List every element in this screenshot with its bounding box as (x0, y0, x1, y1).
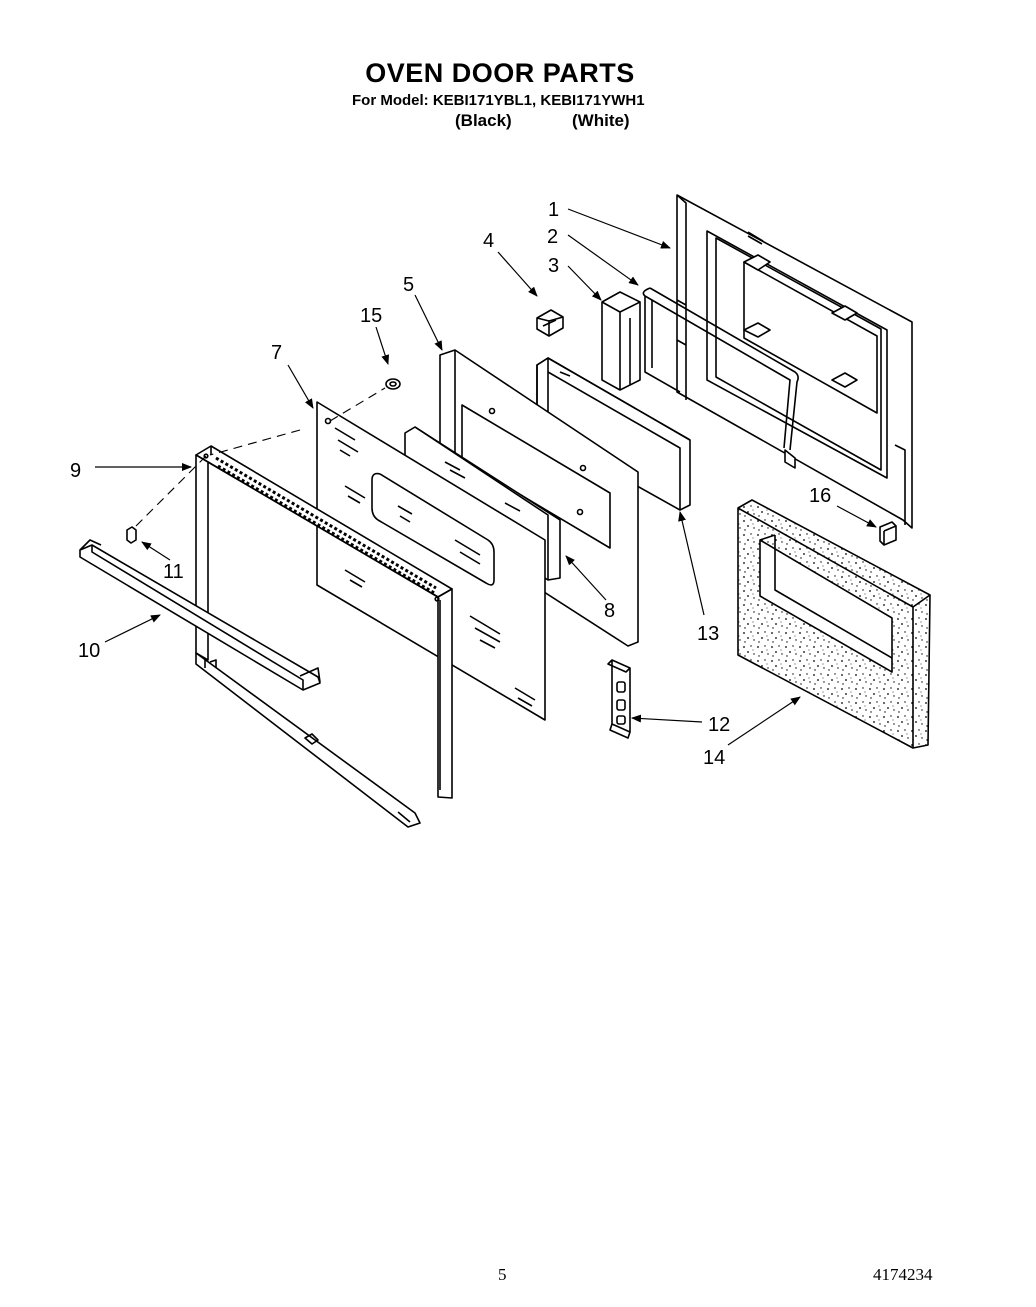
leader-arrows (95, 208, 877, 746)
callout-5: 5 (403, 274, 414, 296)
part-15-grommet (385, 378, 401, 390)
callout-3: 3 (548, 255, 559, 277)
part-3-insulation-block (601, 291, 641, 391)
callout-15: 15 (360, 305, 382, 327)
part-2-wire-frame (642, 287, 799, 451)
callout-2: 2 (547, 226, 558, 248)
callout-12: 12 (708, 714, 730, 736)
callout-11: 11 (163, 561, 184, 583)
callout-8: 8 (604, 600, 615, 622)
part-16-latch (879, 521, 897, 546)
callout-14: 14 (703, 747, 725, 769)
callout-9: 9 (70, 460, 81, 482)
color-label-white: (White) (572, 111, 630, 130)
part-11-clip (126, 526, 137, 544)
part-12-latch-bracket (607, 659, 631, 739)
alignment-lines (131, 387, 386, 531)
callout-7: 7 (271, 342, 282, 364)
page-number: 5 (498, 1265, 507, 1284)
page-title: OVEN DOOR PARTS (365, 58, 635, 88)
model-line: For Model: KEBI171YBL1, KEBI171YWH1 (352, 92, 645, 109)
color-label-black: (Black) (455, 111, 512, 130)
callout-16: 16 (809, 485, 831, 507)
part-4-bracket (536, 309, 564, 337)
callout-labels: 1 2 3 4 5 15 7 9 11 10 8 13 12 14 16 (70, 199, 831, 769)
callout-13: 13 (697, 623, 719, 645)
callout-1: 1 (548, 199, 559, 221)
callout-10: 10 (78, 640, 100, 662)
part-14-insulation-pad (737, 499, 931, 749)
part-10-lower-trim (79, 539, 321, 691)
part-1-inner-door-panel (676, 194, 913, 529)
document-number: 4174234 (873, 1265, 933, 1284)
part-9-door-frame (195, 445, 453, 828)
callout-4: 4 (483, 230, 494, 252)
